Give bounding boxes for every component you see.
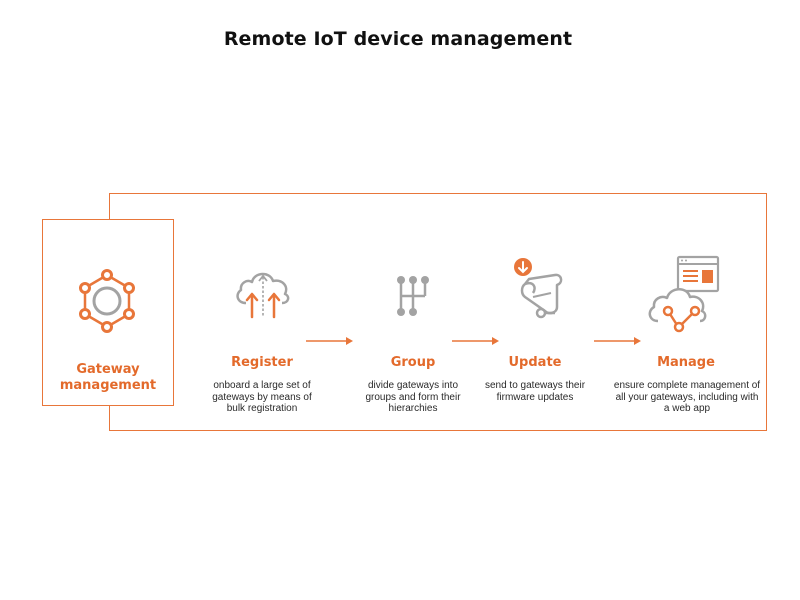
arrow-right-icon [306, 337, 353, 345]
arrow-right-icon [594, 337, 641, 345]
group-title: Group [390, 355, 436, 370]
page-title: Remote IoT device management [223, 28, 573, 50]
register-description: onboard a large set of gateways by means… [212, 380, 312, 414]
update-title: Update [508, 355, 562, 370]
gateway-management-box [42, 219, 174, 406]
manage-description: ensure complete management of all your g… [613, 380, 761, 414]
update-description: send to gateways their firmware updates [484, 380, 586, 403]
register-title: Register [231, 355, 293, 370]
group-description: divide gateways into groups and form the… [365, 380, 461, 414]
gateway-title: Gateway management [59, 362, 157, 393]
arrow-right-icon [452, 337, 499, 345]
cloud-web-app-icon [648, 255, 720, 333]
firmware-scroll-icon [514, 258, 563, 319]
gateway-hub-icon [79, 269, 135, 333]
manage-title: Manage [657, 355, 715, 370]
cloud-upload-icon [236, 272, 290, 319]
group-hierarchy-icon [397, 276, 429, 316]
